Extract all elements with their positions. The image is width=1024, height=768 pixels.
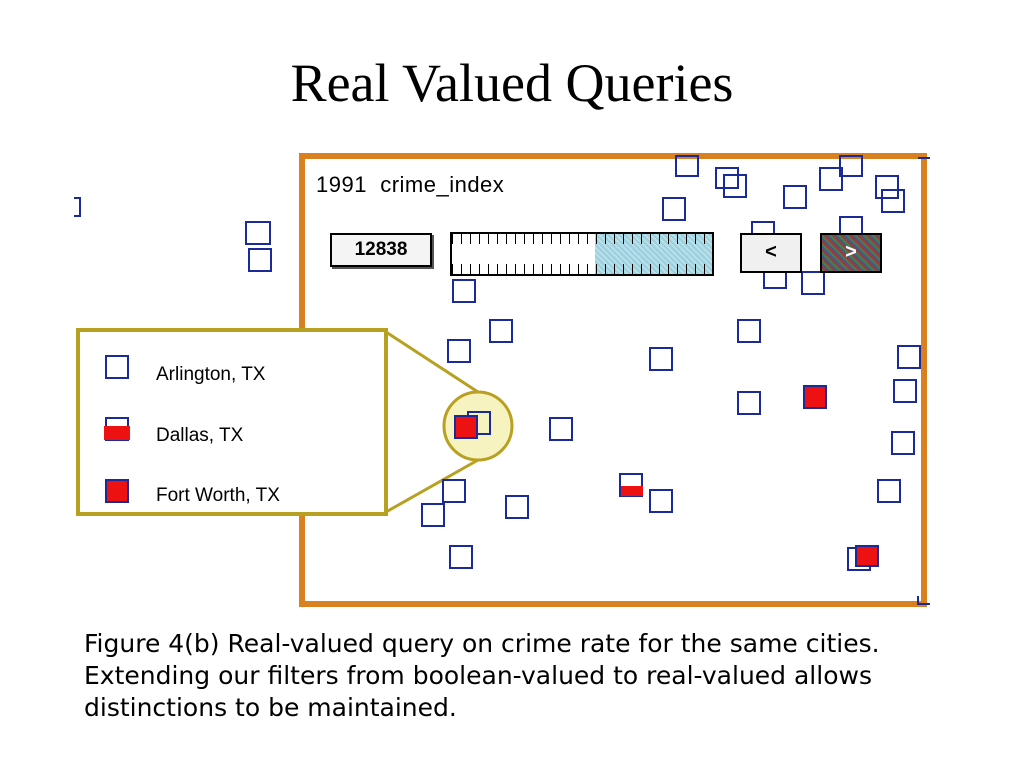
callout-line-top [385,330,479,394]
city-marker [875,175,899,199]
city-marker [421,503,445,527]
city-marker-filled [855,545,879,567]
next-button[interactable]: > [820,233,882,273]
city-marker [452,279,476,303]
filter-label: 1991 crime_index [316,172,504,198]
city-marker [783,185,807,209]
city-marker [737,391,761,415]
highlighted-markers [454,385,879,567]
legend-box [76,328,388,516]
legend-label-fort-worth: Fort Worth, TX [156,485,280,506]
city-marker [893,379,917,403]
city-marker [723,174,747,198]
city-marker [881,189,905,213]
filter-attribute: crime_index [380,172,505,197]
legend-label-dallas: Dallas, TX [156,425,244,446]
city-marker [449,545,473,569]
city-marker [801,271,825,295]
callout-line-bottom [385,458,479,514]
city-marker [662,197,686,221]
city-marker [505,495,529,519]
previous-button[interactable]: < [740,233,802,273]
city-marker [891,431,915,455]
city-marker [839,155,863,177]
city-marker [897,345,921,369]
city-marker-partial-fill [621,486,643,496]
slide-title: Real Valued Queries [290,53,734,113]
legend-marker-partial-fill [104,426,130,440]
city-marker [675,155,699,177]
edge-mark [74,197,81,217]
range-slider[interactable] [450,232,714,276]
legend-marker-full [105,479,129,503]
legend-label-arlington: Arlington, TX [156,364,266,385]
city-marker [649,489,673,513]
city-marker [649,347,673,371]
legend-marker-hollow [105,355,129,379]
city-marker [549,417,573,441]
city-marker-filled [803,385,827,409]
city-marker [737,319,761,343]
slider-ticks-top [452,234,712,244]
city-marker-filled [454,415,478,439]
query-panel-frame [299,153,927,607]
city-marker [245,221,271,245]
city-marker [715,167,739,189]
city-marker [877,479,901,503]
city-marker [248,248,272,272]
edge-mark [917,596,930,605]
slider-ticks-bottom [452,264,712,274]
city-marker [489,319,513,343]
filter-value-field[interactable]: 12838 [330,233,432,267]
filter-year: 1991 [316,172,367,197]
figure-caption: Figure 4(b) Real-valued query on crime r… [84,629,880,722]
city-marker [447,339,471,363]
city-marker [442,479,466,503]
city-marker [819,167,843,191]
